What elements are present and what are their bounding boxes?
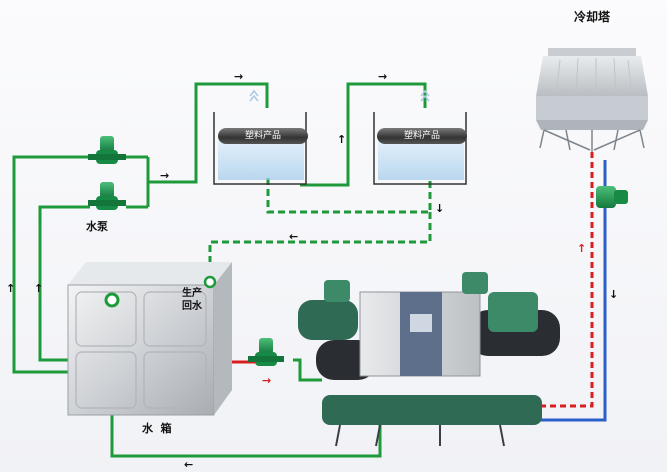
return-water-label: 生产 回水 xyxy=(182,288,202,312)
water-tank xyxy=(67,262,232,416)
arrow-mold-up: ↑ xyxy=(337,133,346,146)
arrow-red-up: ↑ xyxy=(577,242,586,255)
condenser-hot-dashed xyxy=(540,152,594,408)
arrow-pumps: → xyxy=(160,169,169,182)
return-water-dashed xyxy=(208,178,432,278)
arrow-left-up-2: ↑ xyxy=(34,282,43,295)
water-pump-label: 水泵 xyxy=(86,220,108,233)
pipe-chiller-tank xyxy=(293,358,322,382)
pump-3 xyxy=(248,338,284,366)
arrow-blue-down: ↓ xyxy=(609,288,618,301)
pipe-left-outer xyxy=(12,155,90,374)
arrow-top-1: → xyxy=(234,70,243,83)
product-1-label: 塑料产品 xyxy=(218,128,308,144)
arrow-dash-down: ↓ xyxy=(435,202,444,215)
pump-1 xyxy=(88,136,126,164)
cooling-tower-label: 冷却塔 xyxy=(574,10,611,24)
chilled-water-pipes xyxy=(12,82,427,458)
flow-arrows: → → → ↑ ↓ ← ↑ ↑ ← → ↑ ↓ xyxy=(6,70,618,471)
pipe-to-mold-1 xyxy=(148,82,269,184)
cooling-tower xyxy=(536,48,648,152)
arrow-top-2: → xyxy=(378,70,387,83)
product-2-label: 塑料产品 xyxy=(377,128,467,144)
pipe-left-inner xyxy=(38,205,90,362)
arrow-bottom-left: ← xyxy=(184,458,193,471)
condenser-cold-pipe xyxy=(540,160,607,422)
mold-bath-1 xyxy=(213,89,307,185)
arrow-red-right: → xyxy=(262,374,271,387)
arrow-dash-left: ← xyxy=(289,230,298,243)
pump-4 xyxy=(596,186,628,208)
water-tank-label: 水 箱 xyxy=(142,422,172,435)
pump-2 xyxy=(88,182,126,210)
chiller-unit xyxy=(298,272,560,447)
arrow-left-up-1: ↑ xyxy=(6,282,15,295)
mold-bath-2 xyxy=(373,89,467,185)
